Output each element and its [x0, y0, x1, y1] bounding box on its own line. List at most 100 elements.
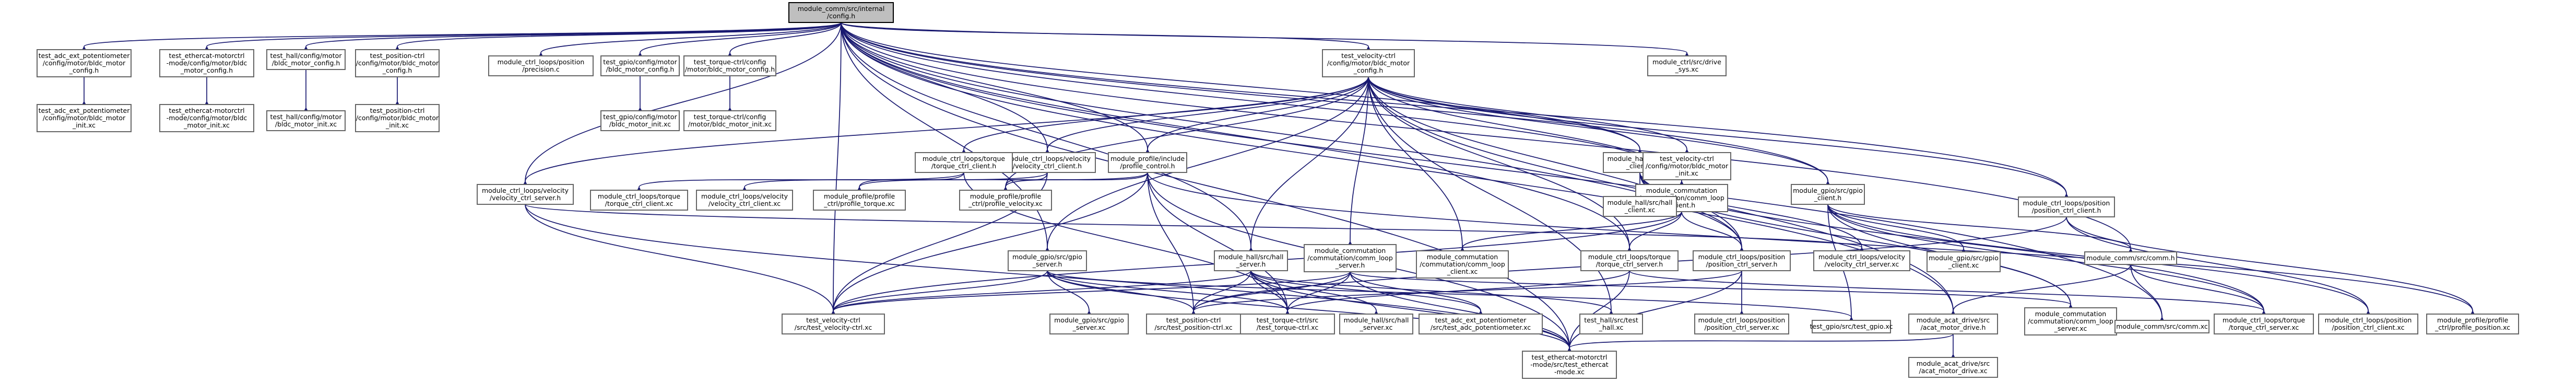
node-label-line: test_adc_ext_potentiometer — [1435, 316, 1527, 324]
file-node-adc-cfg[interactable]: test_adc_ext_potentiometer/config/motor/… — [37, 49, 132, 77]
node-box — [696, 190, 793, 211]
node-label-line: _hall.xc — [1599, 323, 1624, 331]
file-node-test-hall[interactable]: test_hall/src/test_hall.xc — [1579, 314, 1643, 334]
file-node-pos-cfg[interactable]: test_position-ctrl/config/motor/bldc_mot… — [355, 49, 440, 77]
include-edge-gpio-server-to-test-torq — [1047, 270, 1291, 317]
node-label-line: test_hall/config/motor — [270, 52, 342, 60]
include-edge-root-to-hall-cfg — [302, 22, 842, 52]
node-box — [1008, 250, 1087, 271]
include-edge-torq-server-h-to-torq-server-xc — [1629, 270, 2267, 317]
file-node-comm-server-xc[interactable]: module_commutation/commutation/comm_loop… — [2024, 307, 2117, 335]
file-node-prof-ctrl[interactable]: module_profile/include/profile_control.h — [1108, 152, 1187, 173]
file-node-test-pos[interactable]: test_position-ctrl/src/test_position-ctr… — [1146, 314, 1241, 334]
file-node-vel-server-h[interactable]: module_ctrl_loops/velocity/velocity_ctrl… — [477, 184, 574, 205]
node-label-line: _config.h — [1353, 66, 1383, 74]
file-node-prof-pos[interactable]: module_profile/profile_ctrl/profile_posi… — [2426, 314, 2519, 334]
node-label-line: test_adc_ext_potentiometer — [39, 107, 131, 114]
node-box — [2214, 314, 2314, 334]
file-node-comm-h[interactable]: module_comm/src/comm.h — [2084, 251, 2177, 265]
file-node-gpio-cfg[interactable]: test_gpio/config/motor/bldc_motor_config… — [600, 55, 680, 76]
file-node-gpio-client-xc[interactable]: module_gpio/src/gpio_client.xc — [1927, 251, 2001, 272]
file-node-gpio-init[interactable]: test_gpio/config/motor/bldc_motor_init.x… — [600, 110, 680, 131]
file-node-hall-server[interactable]: module_hall/src/hall_server.h — [1214, 250, 1288, 271]
file-node-eth-init[interactable]: test_ethercat-motorctrl-mode/config/moto… — [159, 104, 254, 132]
node-box — [266, 110, 346, 131]
file-node-prof-vel[interactable]: module_profile/profile_ctrl/profile_velo… — [959, 190, 1052, 211]
file-node-vel-cfg-init[interactable]: test_velocity-ctrl/config/motor/bldc_mot… — [1643, 152, 1731, 180]
node-label-line: /commutation/comm_loop — [1420, 260, 1505, 268]
node-label-line: /bldc_motor_config.h — [272, 59, 340, 67]
file-node-torq-client-h[interactable]: module_ctrl_loops/torque/torque_ctrl_cli… — [915, 152, 1013, 173]
file-node-pos-client[interactable]: module_ctrl_loops/position/position_ctrl… — [2018, 196, 2115, 217]
include-edge-root-to-adc-cfg — [80, 22, 842, 52]
file-node-vel-client-xc[interactable]: module_ctrl_loops/velocity/velocity_ctrl… — [696, 190, 793, 211]
node-label-line: module_profile/profile — [824, 192, 895, 200]
node-label-line: test_velocity-ctrl — [1660, 155, 1714, 163]
include-edge-hall-server-to-test-vel — [830, 270, 1251, 317]
include-edge-hall-server-to-test-hall — [1250, 270, 1615, 317]
file-node-pos-client-xc[interactable]: module_ctrl_loops/position/position_ctrl… — [2318, 314, 2418, 334]
file-node-test-adc[interactable]: test_adc_ext_potentiometer/src/test_adc_… — [1419, 314, 1543, 334]
node-box — [915, 152, 1013, 173]
node-label-line: _server.h — [1032, 260, 1062, 268]
node-label-line: _sys.xc — [1675, 65, 1699, 73]
file-node-gpio-server[interactable]: module_gpio/src/gpio_server.h — [1008, 250, 1087, 271]
file-node-ctrl-prec[interactable]: module_ctrl_loops/position/precision.c — [488, 55, 594, 76]
file-node-vel-cfg[interactable]: test_velocity-ctrl/config/motor/bldc_mot… — [1322, 49, 1415, 77]
file-node-torq-cfg[interactable]: test_torque-ctrl/config/motor/bldc_motor… — [683, 55, 776, 76]
file-node-gpio-server-xc[interactable]: module_gpio/src/gpio_server.xc — [1049, 314, 1129, 334]
node-label-line: module_ctrl_loops/velocity — [701, 192, 788, 200]
file-node-test-torq[interactable]: test_torque-ctrl/src/test_torque-ctrl.xc — [1240, 314, 1335, 334]
file-node-torq-client-xc[interactable]: module_ctrl_loops/torque/torque_ctrl_cli… — [590, 190, 688, 211]
node-box — [1643, 152, 1731, 180]
file-node-comm-loop-h[interactable]: module_commutation/commutation/comm_loop… — [1635, 184, 1728, 212]
file-node-hall-init[interactable]: test_hall/config/motor/bldc_motor_init.x… — [266, 110, 346, 131]
node-label-line: module_gpio/src/gpio — [1793, 187, 1863, 194]
node-box — [159, 104, 254, 132]
file-node-eth-cfg[interactable]: test_ethercat-motorctrl-mode/config/moto… — [159, 49, 254, 77]
node-label-line: _server.xc — [2054, 325, 2087, 332]
node-label-line: module_profile/include — [1110, 155, 1185, 163]
file-node-torq-init[interactable]: test_torque-ctrl/config/motor/bldc_motor… — [683, 110, 776, 131]
include-edge-torq-server-h-to-test-eth — [1566, 270, 1630, 354]
file-node-vel-server-xc[interactable]: module_ctrl_loops/velocity/velocity_ctrl… — [1813, 250, 1910, 271]
include-edge-comm-server-h-to-test-pos — [1190, 271, 1351, 317]
node-label-line: -mode/src/test_ethercat — [1530, 361, 1608, 368]
node-label-line: module_acat_drive/src — [1917, 316, 1990, 324]
file-node-comm-client-xc[interactable]: module_commutation/commutation/comm_loop… — [1416, 250, 1509, 279]
file-node-hall-client-xc[interactable]: module_hall/src/hall_client.xc — [1603, 196, 1677, 217]
node-label-line: /precision.c — [522, 65, 560, 73]
include-edge-prof-ctrl-to-prof-vel — [1002, 172, 1148, 193]
node-box — [1694, 314, 1789, 334]
node-label-line: _server.xc — [1072, 323, 1106, 331]
node-box — [37, 104, 132, 132]
node-label-line: module_commutation — [2035, 310, 2106, 318]
file-node-pos-server-xc[interactable]: module_ctrl_loops/position/position_ctrl… — [1694, 314, 1789, 334]
file-node-comm-xc[interactable]: module_comm/src/comm.xc — [2114, 320, 2209, 333]
file-node-vel-client[interactable]: module_ctrl_loops/velocity/velocity_ctrl… — [999, 152, 1096, 173]
file-node-hall-server-xc[interactable]: module_hall/src/hall_server.xc — [1339, 314, 1413, 334]
node-label-line: _motor_config.h — [180, 66, 233, 74]
file-node-test-vel[interactable]: test_velocity-ctrl/src/test_velocity-ctr… — [782, 314, 885, 334]
file-node-pos-init[interactable]: test_position-ctrl/config/motor/bldc_mot… — [355, 104, 440, 132]
file-node-drv-sys[interactable]: module_ctrl/src/drive_sys.xc — [1647, 55, 1727, 76]
file-node-hall-cfg[interactable]: test_hall/config/motor/bldc_motor_config… — [266, 49, 346, 70]
node-label-line: module_ctrl_loops/position — [1698, 253, 1786, 261]
file-node-acat-h[interactable]: module_acat_drive/src/acat_motor_drive.h — [1908, 314, 1998, 334]
file-node-torq-server-xc[interactable]: module_ctrl_loops/torque/torque_ctrl_ser… — [2214, 314, 2314, 334]
node-label-line: _motor_init.xc — [183, 121, 230, 129]
file-node-gpio-client[interactable]: module_gpio/src/gpio_client.h — [1791, 184, 1865, 205]
file-node-test-eth[interactable]: test_ethercat-motorctrl-mode/src/test_et… — [1522, 351, 1617, 379]
file-node-pos-server-h[interactable]: module_ctrl_loops/position/position_ctrl… — [1693, 250, 1791, 271]
file-node-torq-server-h[interactable]: module_ctrl_loops/torque/torque_ctrl_ser… — [1580, 250, 1679, 271]
file-node-adc-init[interactable]: test_adc_ext_potentiometer/config/motor/… — [37, 104, 132, 132]
node-box — [590, 190, 688, 211]
file-node-comm-server-h[interactable]: module_commutation/commutation/comm_loop… — [1304, 244, 1397, 272]
include-edge-comm-loop-h-to-torq-server-h — [1626, 211, 1682, 253]
node-box — [2426, 314, 2519, 334]
file-node-prof-torque[interactable]: module_profile/profile_ctrl/profile_torq… — [813, 190, 906, 211]
file-node-test-gpio[interactable]: test_gpio/src/test_gpio.xc — [1810, 320, 1893, 333]
node-label-line: module_ctrl_loops/torque — [923, 155, 1005, 163]
file-node-acat-xc[interactable]: module_acat_drive/src/acat_motor_drive.x… — [1908, 357, 1998, 378]
file-node-root[interactable]: module_comm/src/internal/config.h — [788, 2, 894, 23]
